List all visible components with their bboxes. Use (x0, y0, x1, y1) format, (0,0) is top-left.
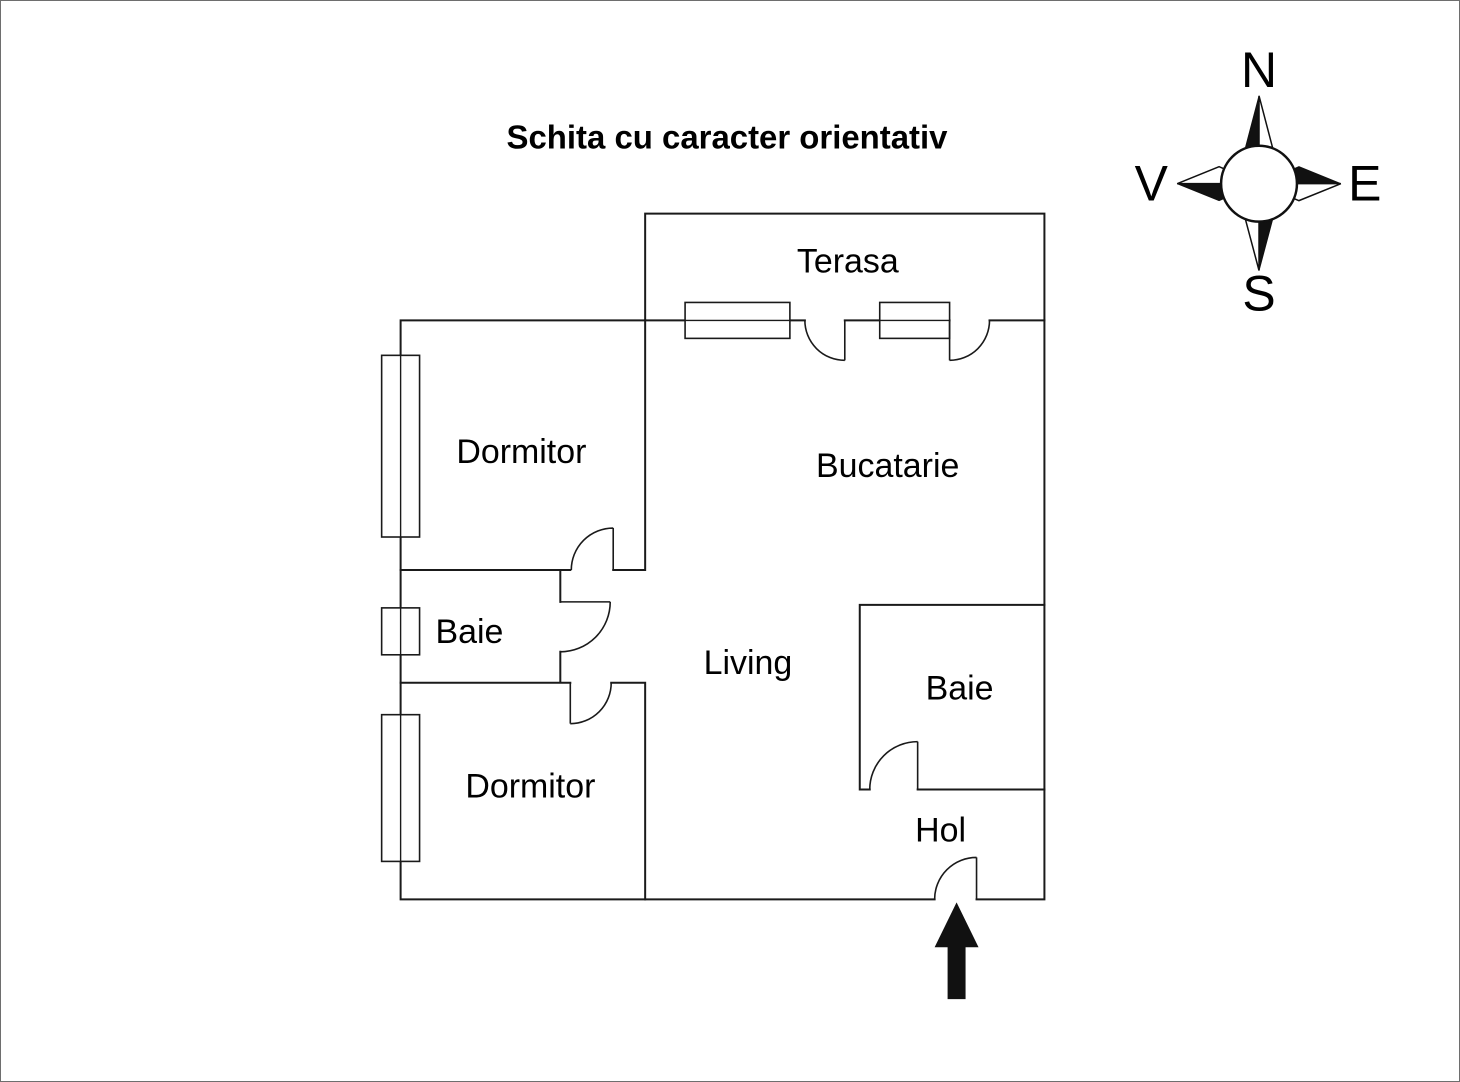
windows (380, 301, 951, 863)
compass-label-east: E (1348, 156, 1381, 212)
doors (560, 320, 991, 900)
entrance-arrow-icon (934, 902, 979, 1000)
door-terasa-left (804, 320, 846, 362)
compass-rose: N E S V (1135, 42, 1382, 322)
door-entrance (933, 856, 978, 900)
room-label-living: Living (704, 644, 793, 682)
floor-plan: Terasa Dormitor Bucatarie Baie Living Ba… (380, 212, 1046, 1000)
compass-hub (1219, 144, 1299, 223)
room-label-bucatarie: Bucatarie (816, 447, 959, 485)
door-baie-left (560, 601, 612, 653)
room-label-dormitor-top: Dormitor (456, 433, 586, 471)
room-label-terasa: Terasa (797, 242, 899, 280)
door-baie-right (868, 740, 919, 790)
door-terasa-right (948, 320, 991, 362)
door-dormitor-bottom (569, 682, 613, 725)
interior-walls (399, 319, 1046, 901)
room-label-baie-right: Baie (926, 670, 994, 708)
room-label-dormitor-bottom: Dormitor (465, 768, 595, 806)
compass-label-north: N (1241, 42, 1277, 98)
door-dormitor-top (570, 527, 615, 570)
page-title: Schita cu caracter orientativ (507, 119, 949, 156)
compass-label-south: S (1242, 265, 1275, 321)
room-label-baie-left: Baie (436, 613, 504, 651)
compass-label-west: V (1135, 156, 1169, 212)
room-label-hol: Hol (915, 811, 966, 849)
